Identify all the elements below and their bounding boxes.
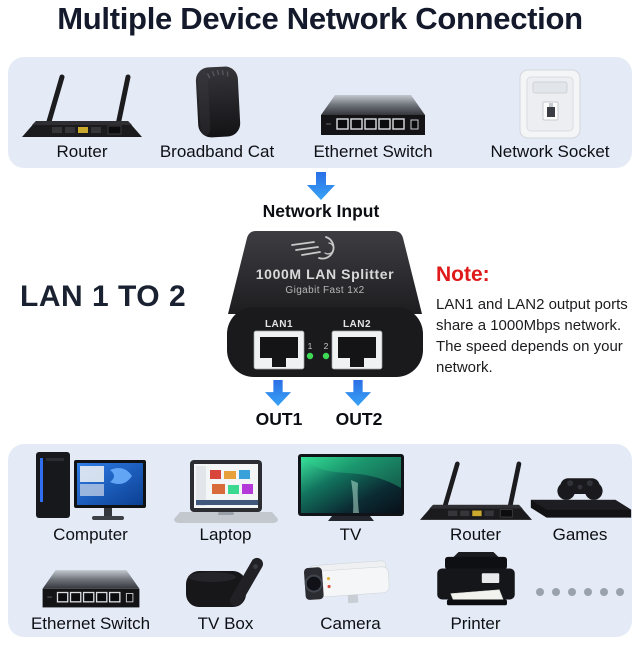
device-network-socket: Network Socket [468, 57, 632, 168]
rj45-port-2 [331, 330, 383, 370]
device-label: Ethernet Switch [313, 142, 433, 162]
more-devices-dots-icon [534, 551, 626, 634]
device-label: Laptop [199, 525, 252, 544]
led1-green-light [306, 352, 314, 360]
note-block: Note: LAN1 and LAN2 output ports share a… [436, 263, 639, 378]
port1-label: LAN1 [265, 319, 293, 330]
rj45-port-1 [253, 330, 305, 370]
device-laptop: Laptop [173, 448, 278, 551]
device-label: TV [339, 525, 362, 544]
down-arrow-icon [263, 380, 293, 406]
router-icon [419, 448, 532, 524]
led2-label: 2 [324, 341, 329, 351]
device-label: Ethernet Switch [30, 613, 151, 633]
device-label: Router [449, 525, 502, 544]
device-computer: Computer [8, 448, 173, 551]
device-router-2: Router [419, 448, 532, 551]
output-devices-panel: Computer [8, 444, 632, 637]
device-router: Router [8, 57, 156, 168]
device-label: Printer [450, 613, 501, 633]
output-devices-row-1: Computer [8, 448, 632, 551]
device-printer: Printer [423, 551, 528, 640]
out1-label: OUT1 [255, 409, 303, 429]
speed-swoosh-icon [291, 236, 335, 260]
security-camera-icon [295, 551, 407, 613]
device-label: Router [56, 142, 108, 162]
output-devices-row-2: Ethernet Switch TV Box [8, 551, 632, 640]
device-label: Games [552, 525, 608, 544]
router-icon [22, 57, 142, 141]
desktop-computer-icon [30, 448, 152, 524]
modem-icon [185, 57, 249, 141]
device-label: Camera [320, 613, 381, 633]
device-tv: TV [278, 448, 423, 551]
device-ethernet-switch-2: Ethernet Switch [8, 551, 173, 640]
input-devices-panel: Router Broadband Cat [8, 57, 632, 168]
lan-1-to-2-heading: LAN 1 TO 2 [20, 280, 187, 313]
down-arrow-icon [343, 380, 373, 406]
network-socket-icon [519, 57, 581, 141]
tv-icon [296, 448, 406, 524]
splitter-title: 1000M LAN Splitter [256, 266, 394, 282]
led2-green-light [322, 352, 330, 360]
lan-splitter-device: 1000M LAN Splitter Gigabit Fast 1x2 LAN1… [226, 227, 424, 379]
device-label: TV Box [197, 613, 254, 633]
device-camera: Camera [278, 551, 423, 640]
tv-box-icon [178, 551, 274, 613]
device-label: Broadband Cat [159, 142, 275, 162]
note-title: Note: [436, 263, 490, 286]
device-label: Network Socket [490, 142, 610, 162]
port2-label: LAN2 [343, 319, 371, 330]
game-console-icon [521, 448, 639, 524]
printer-icon [423, 551, 529, 613]
network-input-label: Network Input [262, 201, 380, 221]
ethernet-switch-icon [311, 57, 435, 141]
page-title: Multiple Device Network Connection [57, 1, 583, 36]
device-games: Games [528, 448, 632, 551]
device-tv-box: TV Box [173, 551, 278, 640]
led1-label: 1 [308, 341, 313, 351]
device-label: Computer [53, 525, 128, 544]
out2-label: OUT2 [335, 409, 383, 429]
laptop-icon [172, 448, 280, 524]
note-body: LAN1 and LAN2 output ports share a 1000M… [436, 296, 628, 376]
down-arrow-icon [306, 172, 336, 200]
device-ethernet-switch: Ethernet Switch [278, 57, 468, 168]
more-devices [528, 551, 632, 640]
ethernet-switch-icon [32, 551, 150, 613]
device-broadband-cat: Broadband Cat [156, 57, 278, 168]
splitter-subtitle: Gigabit Fast 1x2 [285, 285, 364, 296]
